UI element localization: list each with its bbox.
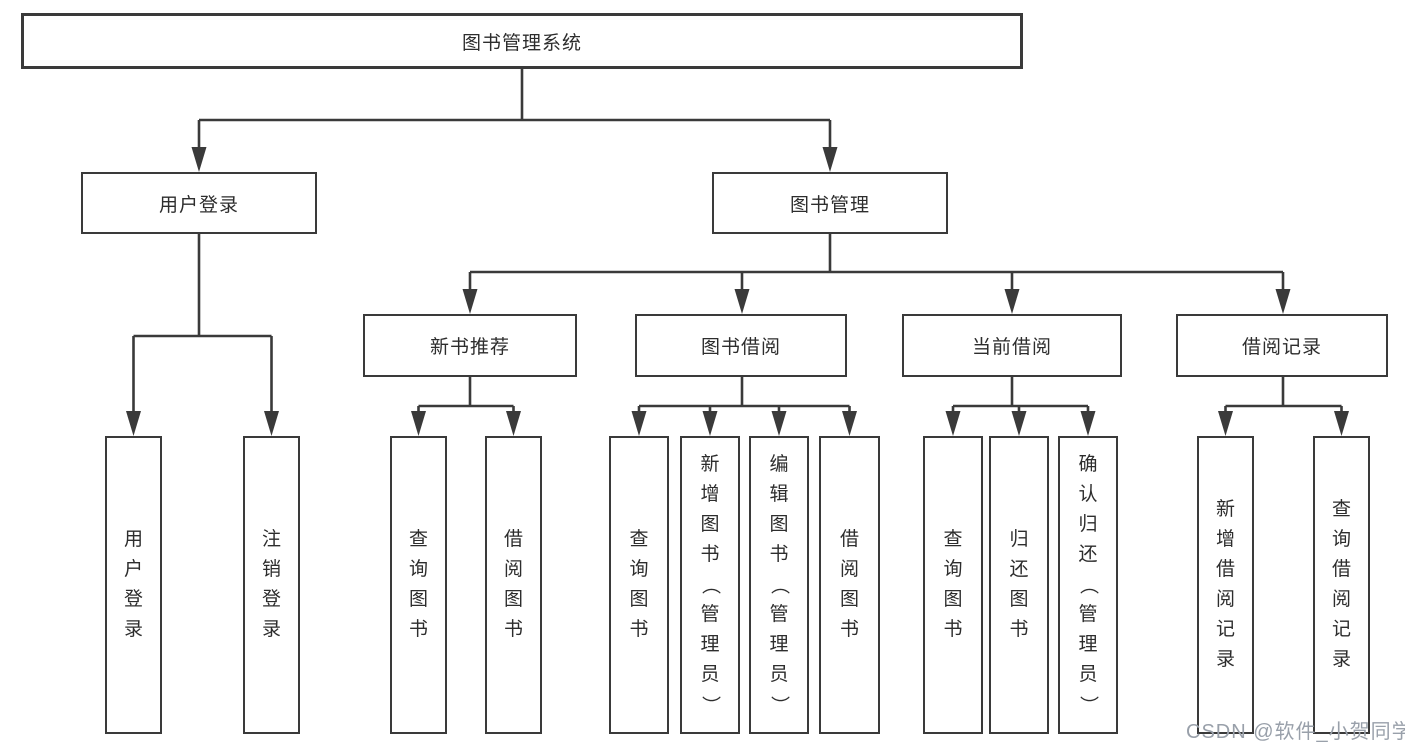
node-book-borrowing: 图书借阅 (635, 314, 847, 377)
leaf-borrow-books: 借阅图书 (819, 436, 880, 734)
connector-borrowing-to-leaves (637, 377, 851, 416)
connector-user-login-to-leaves (132, 234, 273, 416)
connector-new-rec-to-leaves (417, 377, 515, 416)
leaf-query-borrow-record: 查询借阅记录 (1313, 436, 1370, 734)
leaf-add-borrow-record: 新增借阅记录 (1197, 436, 1254, 734)
leaf-query-books-borrowing-label: 查询图书 (629, 529, 649, 640)
leaf-add-books-admin: 新增图书（管理员） (680, 436, 740, 734)
watermark: CSDN @软件_小贺同学 (1186, 721, 1405, 743)
leaf-user-login-label: 用户登录 (123, 529, 143, 640)
node-new-book-recommendation: 新书推荐 (363, 314, 577, 377)
leaf-return-books-label: 归还图书 (1009, 529, 1029, 640)
leaf-return-books: 归还图书 (989, 436, 1049, 734)
connector-records-to-leaves (1224, 377, 1343, 416)
leaf-query-borrow-record-label: 查询借阅记录 (1331, 499, 1351, 670)
leaf-confirm-return-admin: 确认归还（管理员） (1058, 436, 1118, 734)
leaf-logout: 注销登录 (243, 436, 300, 734)
node-book-management: 图书管理 (712, 172, 948, 234)
leaf-edit-books-admin: 编辑图书（管理员） (749, 436, 809, 734)
leaf-confirm-return-admin-label: 确认归还（管理员） (1077, 454, 1099, 715)
arrowheads (126, 147, 1349, 436)
connector-root-to-level2 (197, 67, 832, 152)
leaf-edit-books-admin-label: 编辑图书（管理员） (768, 454, 790, 715)
leaf-query-books-current-label: 查询图书 (943, 529, 963, 640)
connector-book-mgmt-to-level3 (468, 234, 1285, 294)
connector-current-to-leaves (951, 377, 1090, 416)
leaf-query-books-recommend: 查询图书 (390, 436, 447, 734)
leaf-borrow-books-recommend: 借阅图书 (485, 436, 542, 734)
node-current-borrowing: 当前借阅 (902, 314, 1122, 377)
leaf-add-books-admin-label: 新增图书（管理员） (699, 454, 721, 715)
leaf-query-books-borrowing: 查询图书 (609, 436, 669, 734)
leaf-borrow-books-recommend-label: 借阅图书 (503, 529, 523, 640)
leaf-add-borrow-record-label: 新增借阅记录 (1215, 499, 1235, 670)
node-library-management-system: 图书管理系统 (21, 13, 1023, 69)
node-user-login: 用户登录 (81, 172, 317, 234)
leaf-borrow-books-label: 借阅图书 (839, 529, 859, 640)
node-borrowing-records: 借阅记录 (1176, 314, 1388, 377)
leaf-logout-label: 注销登录 (261, 529, 281, 640)
leaf-query-books-recommend-label: 查询图书 (408, 529, 428, 640)
leaf-user-login: 用户登录 (105, 436, 162, 734)
leaf-query-books-current: 查询图书 (923, 436, 983, 734)
